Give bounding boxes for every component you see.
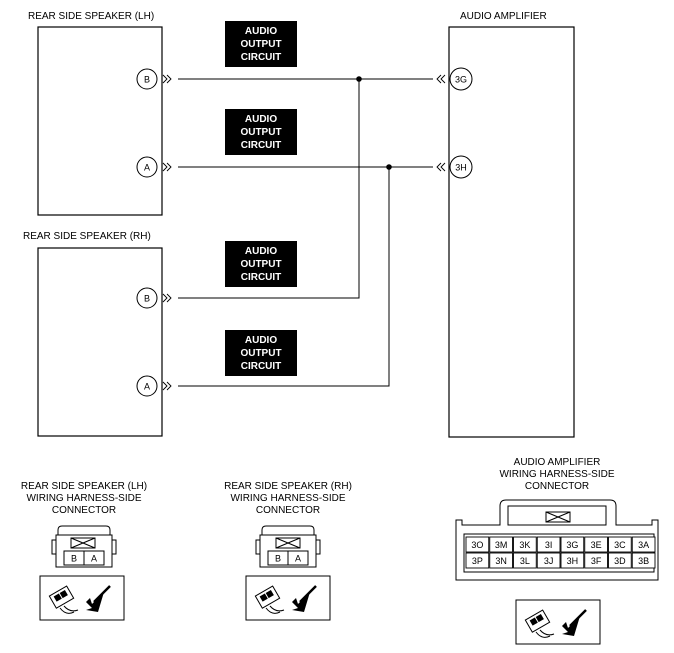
amp-terminal-label: 3M (495, 540, 508, 550)
amp-connector-caption-1: AUDIO AMPLIFIER (514, 457, 601, 468)
amp-terminal-cell (584, 552, 608, 569)
amp-terminal-cell (560, 552, 585, 569)
pin-3g-label: 3G (455, 75, 467, 85)
amp-terminal-label: 3H (567, 556, 579, 566)
rh-terminal-b: B (275, 554, 281, 564)
amp-terminal-label: 3L (520, 556, 530, 566)
lh-terminal-b: B (71, 554, 77, 564)
chevron-lh-a (162, 162, 172, 172)
audio-output-circuit-box: AUDIO OUTPUT CIRCUIT (225, 21, 297, 67)
amp-connector-caption-3: CONNECTOR (525, 481, 589, 492)
pin-amp-3h: 3H (449, 155, 473, 179)
amp-terminal-cell (489, 536, 513, 553)
speaker-rh-title: REAR SIDE SPEAKER (RH) (23, 231, 151, 242)
chevron-3h (436, 162, 446, 172)
amplifier-title: AUDIO AMPLIFIER (460, 11, 547, 22)
rh-connector-caption-2: WIRING HARNESS-SIDE (230, 493, 345, 504)
speaker-rh-box (37, 247, 163, 437)
svg-text:OUTPUT: OUTPUT (240, 127, 281, 138)
chevron-3g (436, 74, 446, 84)
pin-rh-a-label: A (144, 382, 150, 392)
pin-lh-b-label: B (144, 75, 150, 85)
amp-terminal-cell (608, 536, 632, 553)
amp-terminal-label: 3P (472, 556, 483, 566)
rh-terminal-a: A (295, 554, 301, 564)
amplifier-box (448, 26, 575, 438)
chevron-lh-b (162, 74, 172, 84)
wire-rh-a-3h (178, 167, 390, 387)
speaker-lh-box (37, 26, 163, 216)
lh-plug-insertion-icon (39, 575, 125, 621)
amp-terminal-cell (631, 536, 656, 553)
svg-text:CIRCUIT: CIRCUIT (241, 140, 282, 151)
chevron-rh-a (162, 381, 172, 391)
amp-connector-caption-2: WIRING HARNESS-SIDE (499, 469, 614, 480)
amp-terminal-cell (536, 552, 561, 569)
splice-3h (386, 164, 392, 170)
amp-terminal-cell (631, 552, 656, 569)
amp-plug-insertion-icon (515, 599, 601, 645)
rh-connector-caption-3: CONNECTOR (256, 505, 320, 516)
pin-rh-b: B (136, 287, 158, 309)
amp-terminal-cell (608, 552, 632, 569)
amp-terminal-label: 3E (591, 540, 602, 550)
splice-3g (356, 76, 362, 82)
speaker-rh-connector: REAR SIDE SPEAKER (RH) WIRING HARNESS-SI… (224, 481, 352, 621)
amp-terminal-label: 3F (591, 556, 602, 566)
speaker-lh-connector: REAR SIDE SPEAKER (LH) WIRING HARNESS-SI… (21, 481, 147, 621)
amp-terminal-label: 3A (638, 540, 649, 550)
amp-terminal-label: 3D (614, 556, 626, 566)
wire-rh-b-3g (178, 79, 360, 299)
pin-amp-3g: 3G (449, 67, 473, 91)
svg-text:OUTPUT: OUTPUT (240, 39, 281, 50)
chevrons (162, 74, 446, 391)
chevron-rh-b (162, 293, 172, 303)
amp-terminal-label: 3O (471, 540, 483, 550)
lh-connector-caption-3: CONNECTOR (52, 505, 116, 516)
svg-text:AUDIO: AUDIO (245, 335, 277, 346)
pin-3h-label: 3H (455, 163, 467, 173)
svg-text:OUTPUT: OUTPUT (240, 259, 281, 270)
svg-text:OUTPUT: OUTPUT (240, 348, 281, 359)
amp-terminal-label: 3G (566, 540, 578, 550)
lh-connector-caption-2: WIRING HARNESS-SIDE (26, 493, 141, 504)
amp-terminal-label: 3I (545, 540, 553, 550)
svg-text:CIRCUIT: CIRCUIT (241, 272, 282, 283)
rh-plug-insertion-icon (245, 575, 331, 621)
pin-rh-a: A (136, 375, 158, 397)
amp-terminal-label: 3B (638, 556, 649, 566)
lh-terminal-a: A (91, 554, 97, 564)
lh-connector-caption-1: REAR SIDE SPEAKER (LH) (21, 481, 147, 492)
wires (178, 78, 433, 387)
speaker-lh-title: REAR SIDE SPEAKER (LH) (28, 11, 154, 22)
svg-text:CIRCUIT: CIRCUIT (241, 361, 282, 372)
pin-lh-a-label: A (144, 163, 150, 173)
amp-terminal-cell (584, 536, 608, 553)
amp-terminal-label: 3K (519, 540, 530, 550)
amp-terminal-cell (465, 536, 490, 553)
amp-terminal-label: 3C (614, 540, 626, 550)
pin-lh-b: B (136, 68, 158, 90)
amp-terminal-grid: 3O 3M 3K 3I 3G 3E 3C 3A 3P 3N 3L 3J 3H 3F 3D 3B (465, 536, 656, 569)
svg-text:AUDIO: AUDIO (245, 26, 277, 37)
amp-terminal-cell (513, 536, 537, 553)
pin-lh-a: A (136, 156, 158, 178)
svg-text:AUDIO: AUDIO (245, 114, 277, 125)
audio-output-circuit-box: AUDIO OUTPUT CIRCUIT (225, 241, 297, 287)
amp-terminal-cell (560, 536, 585, 553)
amp-terminal-cell (536, 536, 561, 553)
amp-terminal-label: 3N (495, 556, 507, 566)
audio-output-circuit-box: AUDIO OUTPUT CIRCUIT (225, 109, 297, 155)
amplifier-connector: AUDIO AMPLIFIER WIRING HARNESS-SIDE CONN… (455, 457, 659, 645)
svg-text:CIRCUIT: CIRCUIT (241, 52, 282, 63)
amp-terminal-cell (489, 552, 513, 569)
amp-terminal-label: 3J (544, 556, 554, 566)
rh-connector-caption-1: REAR SIDE SPEAKER (RH) (224, 481, 352, 492)
amp-terminal-cell (465, 552, 490, 569)
amp-terminal-cell (513, 552, 537, 569)
pin-rh-b-label: B (144, 294, 150, 304)
audio-output-circuit-box: AUDIO OUTPUT CIRCUIT (225, 330, 297, 376)
svg-text:AUDIO: AUDIO (245, 246, 277, 257)
